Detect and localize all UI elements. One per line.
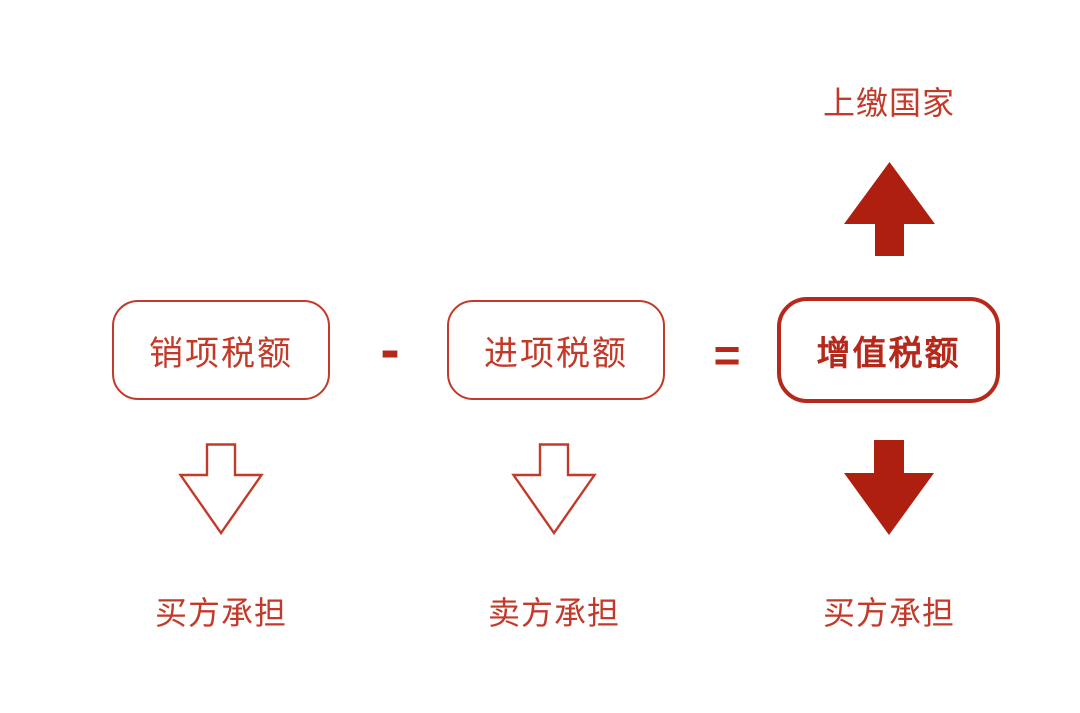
equals-operator: = (713, 329, 741, 381)
input-tax-box: 进项税额 (447, 300, 665, 400)
buyer-bears-label: 买方承担 (822, 595, 956, 631)
output-tax-box: 销项税额 (112, 300, 330, 400)
pay-to-state-label: 上缴国家 (822, 85, 956, 121)
solid-up-arrow-icon (844, 162, 935, 256)
vat-amount-label: 增值税额 (816, 334, 961, 373)
minus-operator: - (380, 317, 400, 382)
hollow-down-arrow-icon (511, 443, 597, 535)
vat-amount-box: 增值税额 (777, 297, 1000, 403)
solid-down-arrow-icon (844, 440, 934, 535)
seller-bears-label: 卖方承担 (487, 595, 621, 631)
input-tax-label: 进项税额 (484, 334, 628, 373)
buyer-bears-label: 买方承担 (154, 595, 288, 631)
hollow-down-arrow-icon (178, 443, 264, 535)
output-tax-label: 销项税额 (149, 334, 293, 373)
